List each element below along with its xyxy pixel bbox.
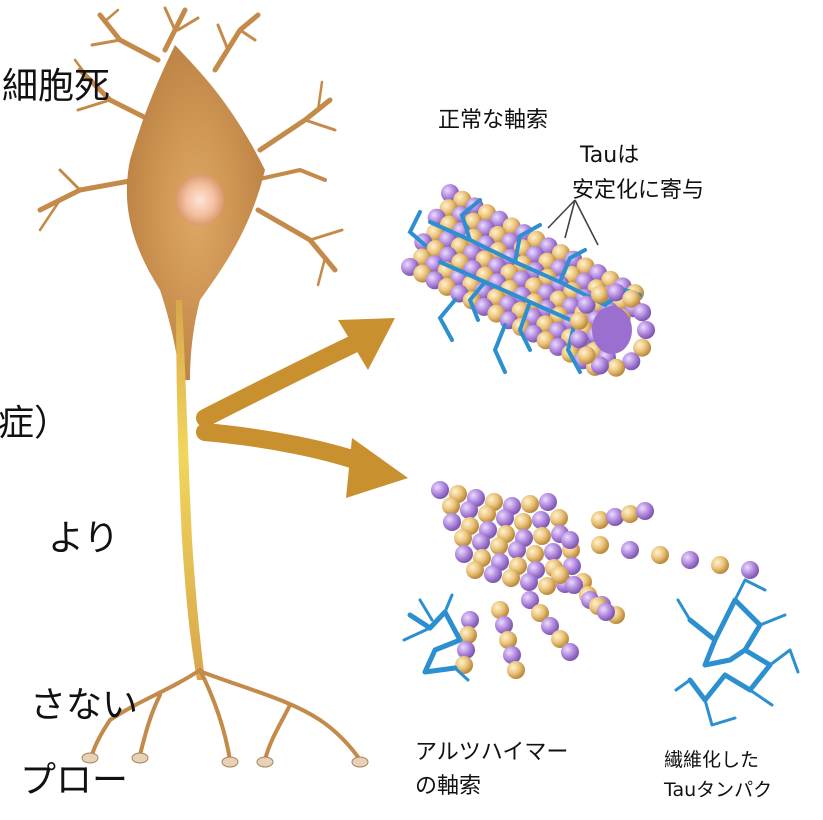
- normal-microtubule: [401, 184, 655, 377]
- tubulin-bead-purple: [484, 565, 502, 583]
- tubulin-bead-purple: [455, 545, 473, 563]
- tubulin-bead-yellow: [607, 359, 625, 377]
- tubulin-bead-yellow: [466, 561, 484, 579]
- arrow-to-alzheimer-axon: [205, 432, 408, 498]
- label-alzheimer-axon-2: の軸索: [415, 774, 481, 799]
- tubulin-bead-purple: [597, 603, 615, 621]
- tubulin-bead-purple: [544, 543, 562, 561]
- tubulin-bead-purple: [443, 513, 461, 531]
- tubulin-bead-purple: [621, 541, 639, 559]
- left-text-fragment-4: さない: [30, 685, 138, 726]
- tubulin-bead-purple: [532, 511, 550, 529]
- tubulin-bead-purple: [570, 330, 588, 348]
- tubulin-bead-purple: [606, 508, 624, 526]
- tubulin-bead-yellow: [502, 569, 520, 587]
- tubulin-bead-purple: [636, 502, 654, 520]
- tubulin-bead-yellow: [578, 346, 596, 364]
- tau-strand: [495, 325, 505, 372]
- tubulin-bead-yellow: [591, 286, 609, 304]
- tubulin-bead-yellow: [651, 546, 669, 564]
- nucleus: [176, 174, 224, 226]
- label-normal-axon: 正常な軸索: [438, 108, 548, 133]
- tubulin-bead-purple: [472, 533, 490, 551]
- left-text-fragment-5: プロー: [20, 760, 128, 801]
- tubulin-bead-yellow: [490, 537, 508, 555]
- tubulin-bead-yellow: [514, 513, 532, 531]
- tubulin-bead-purple: [460, 501, 478, 519]
- tubulin-bead-yellow: [478, 505, 496, 523]
- label-fibrillized-tau-1: 繊維化した: [664, 750, 759, 772]
- label-fibrillized-tau-2: Tauタンパク: [664, 780, 772, 802]
- tubulin-bead-purple: [637, 321, 655, 339]
- tubulin-bead-yellow: [591, 536, 609, 554]
- tubulin-bead-purple: [741, 561, 759, 579]
- tubulin-bead-yellow: [526, 545, 544, 563]
- tubulin-bead-purple: [520, 573, 538, 591]
- arrow-to-normal-axon: [205, 318, 395, 418]
- left-text-fragment-3: より: [48, 518, 119, 559]
- tubulin-bead-yellow: [591, 511, 609, 529]
- tubulin-bead-yellow: [570, 312, 588, 330]
- left-text-fragment-2: 症）: [0, 403, 70, 444]
- left-text-fragment-1: 細胞死: [2, 66, 110, 107]
- tubulin-bead-yellow: [454, 529, 472, 547]
- tubulin-bead-purple: [431, 481, 449, 499]
- label-tau-role-1: Tauは: [580, 143, 639, 168]
- tubulin-bead-purple: [681, 551, 699, 569]
- tubulin-bead-purple: [561, 531, 579, 549]
- tubulin-bead-yellow: [521, 495, 539, 513]
- label-tau-role-2: 安定化に寄与: [572, 178, 704, 203]
- microtubule-lumen: [592, 306, 632, 354]
- tubulin-bead-yellow: [507, 661, 525, 679]
- tubulin-bead-yellow: [442, 497, 460, 515]
- tubulin-bead-purple: [496, 509, 514, 527]
- tubulin-bead-yellow: [621, 505, 639, 523]
- tubulin-bead-yellow: [711, 556, 729, 574]
- tubulin-bead-purple: [561, 643, 579, 661]
- neuron: [40, 8, 368, 767]
- label-alzheimer-axon-1: アルツハイマー: [415, 740, 568, 765]
- tubulin-bead-yellow: [550, 509, 568, 527]
- fibrillized-tau-large: [676, 580, 798, 725]
- tubulin-bead-purple: [508, 541, 526, 559]
- tubulin-bead-purple: [539, 493, 557, 511]
- tubulin-bead-yellow: [533, 527, 551, 545]
- tau-strand: [440, 300, 455, 340]
- tubulin-bead-purple: [633, 303, 651, 321]
- tau-pointer-lines: [548, 200, 598, 245]
